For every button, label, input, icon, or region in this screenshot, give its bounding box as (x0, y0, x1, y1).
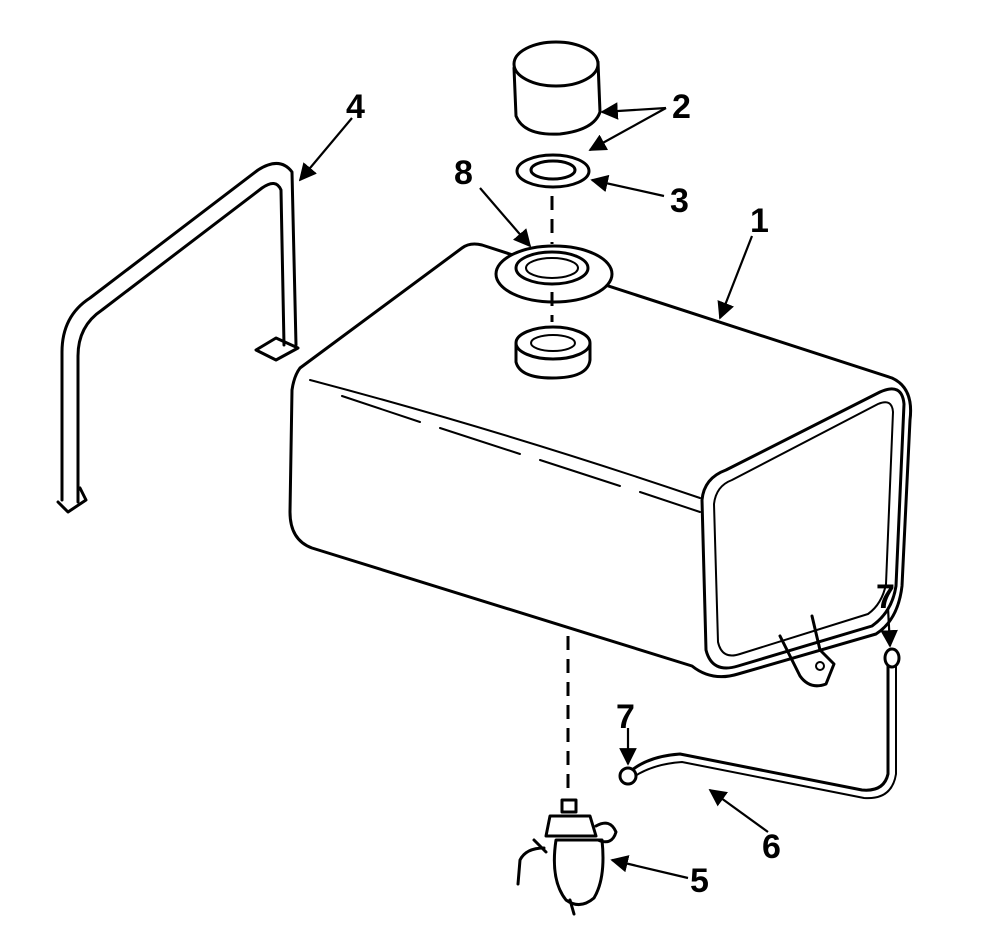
leader-1 (717, 235, 754, 320)
hose-clamp-lower (618, 766, 638, 786)
callout-5: 5 (690, 862, 709, 900)
leader-7b (880, 607, 898, 648)
leader-6 (708, 788, 769, 833)
callout-7-lower: 7 (616, 698, 635, 736)
callout-6: 6 (762, 828, 781, 866)
leader-2b (588, 107, 667, 151)
fuel-cap (512, 40, 602, 136)
gasket (515, 153, 591, 189)
leader-8 (479, 187, 532, 248)
leader-3 (590, 174, 665, 198)
fuel-line (630, 658, 897, 800)
fuel-valve (516, 798, 618, 916)
filler-neck-flange (494, 244, 614, 304)
callout-7-upper: 7 (876, 578, 895, 616)
callout-3: 3 (670, 182, 689, 220)
callout-4: 4 (346, 88, 365, 126)
fuel-tank (288, 242, 913, 688)
callout-2: 2 (672, 88, 691, 126)
tank-bracket (56, 162, 300, 514)
callout-1: 1 (750, 202, 769, 240)
leader-4 (298, 117, 353, 182)
leader-5 (610, 855, 689, 880)
leader-2a (600, 102, 667, 120)
callout-8: 8 (454, 154, 473, 192)
filler-screen (514, 325, 592, 380)
hose-clamp-upper (883, 647, 901, 669)
